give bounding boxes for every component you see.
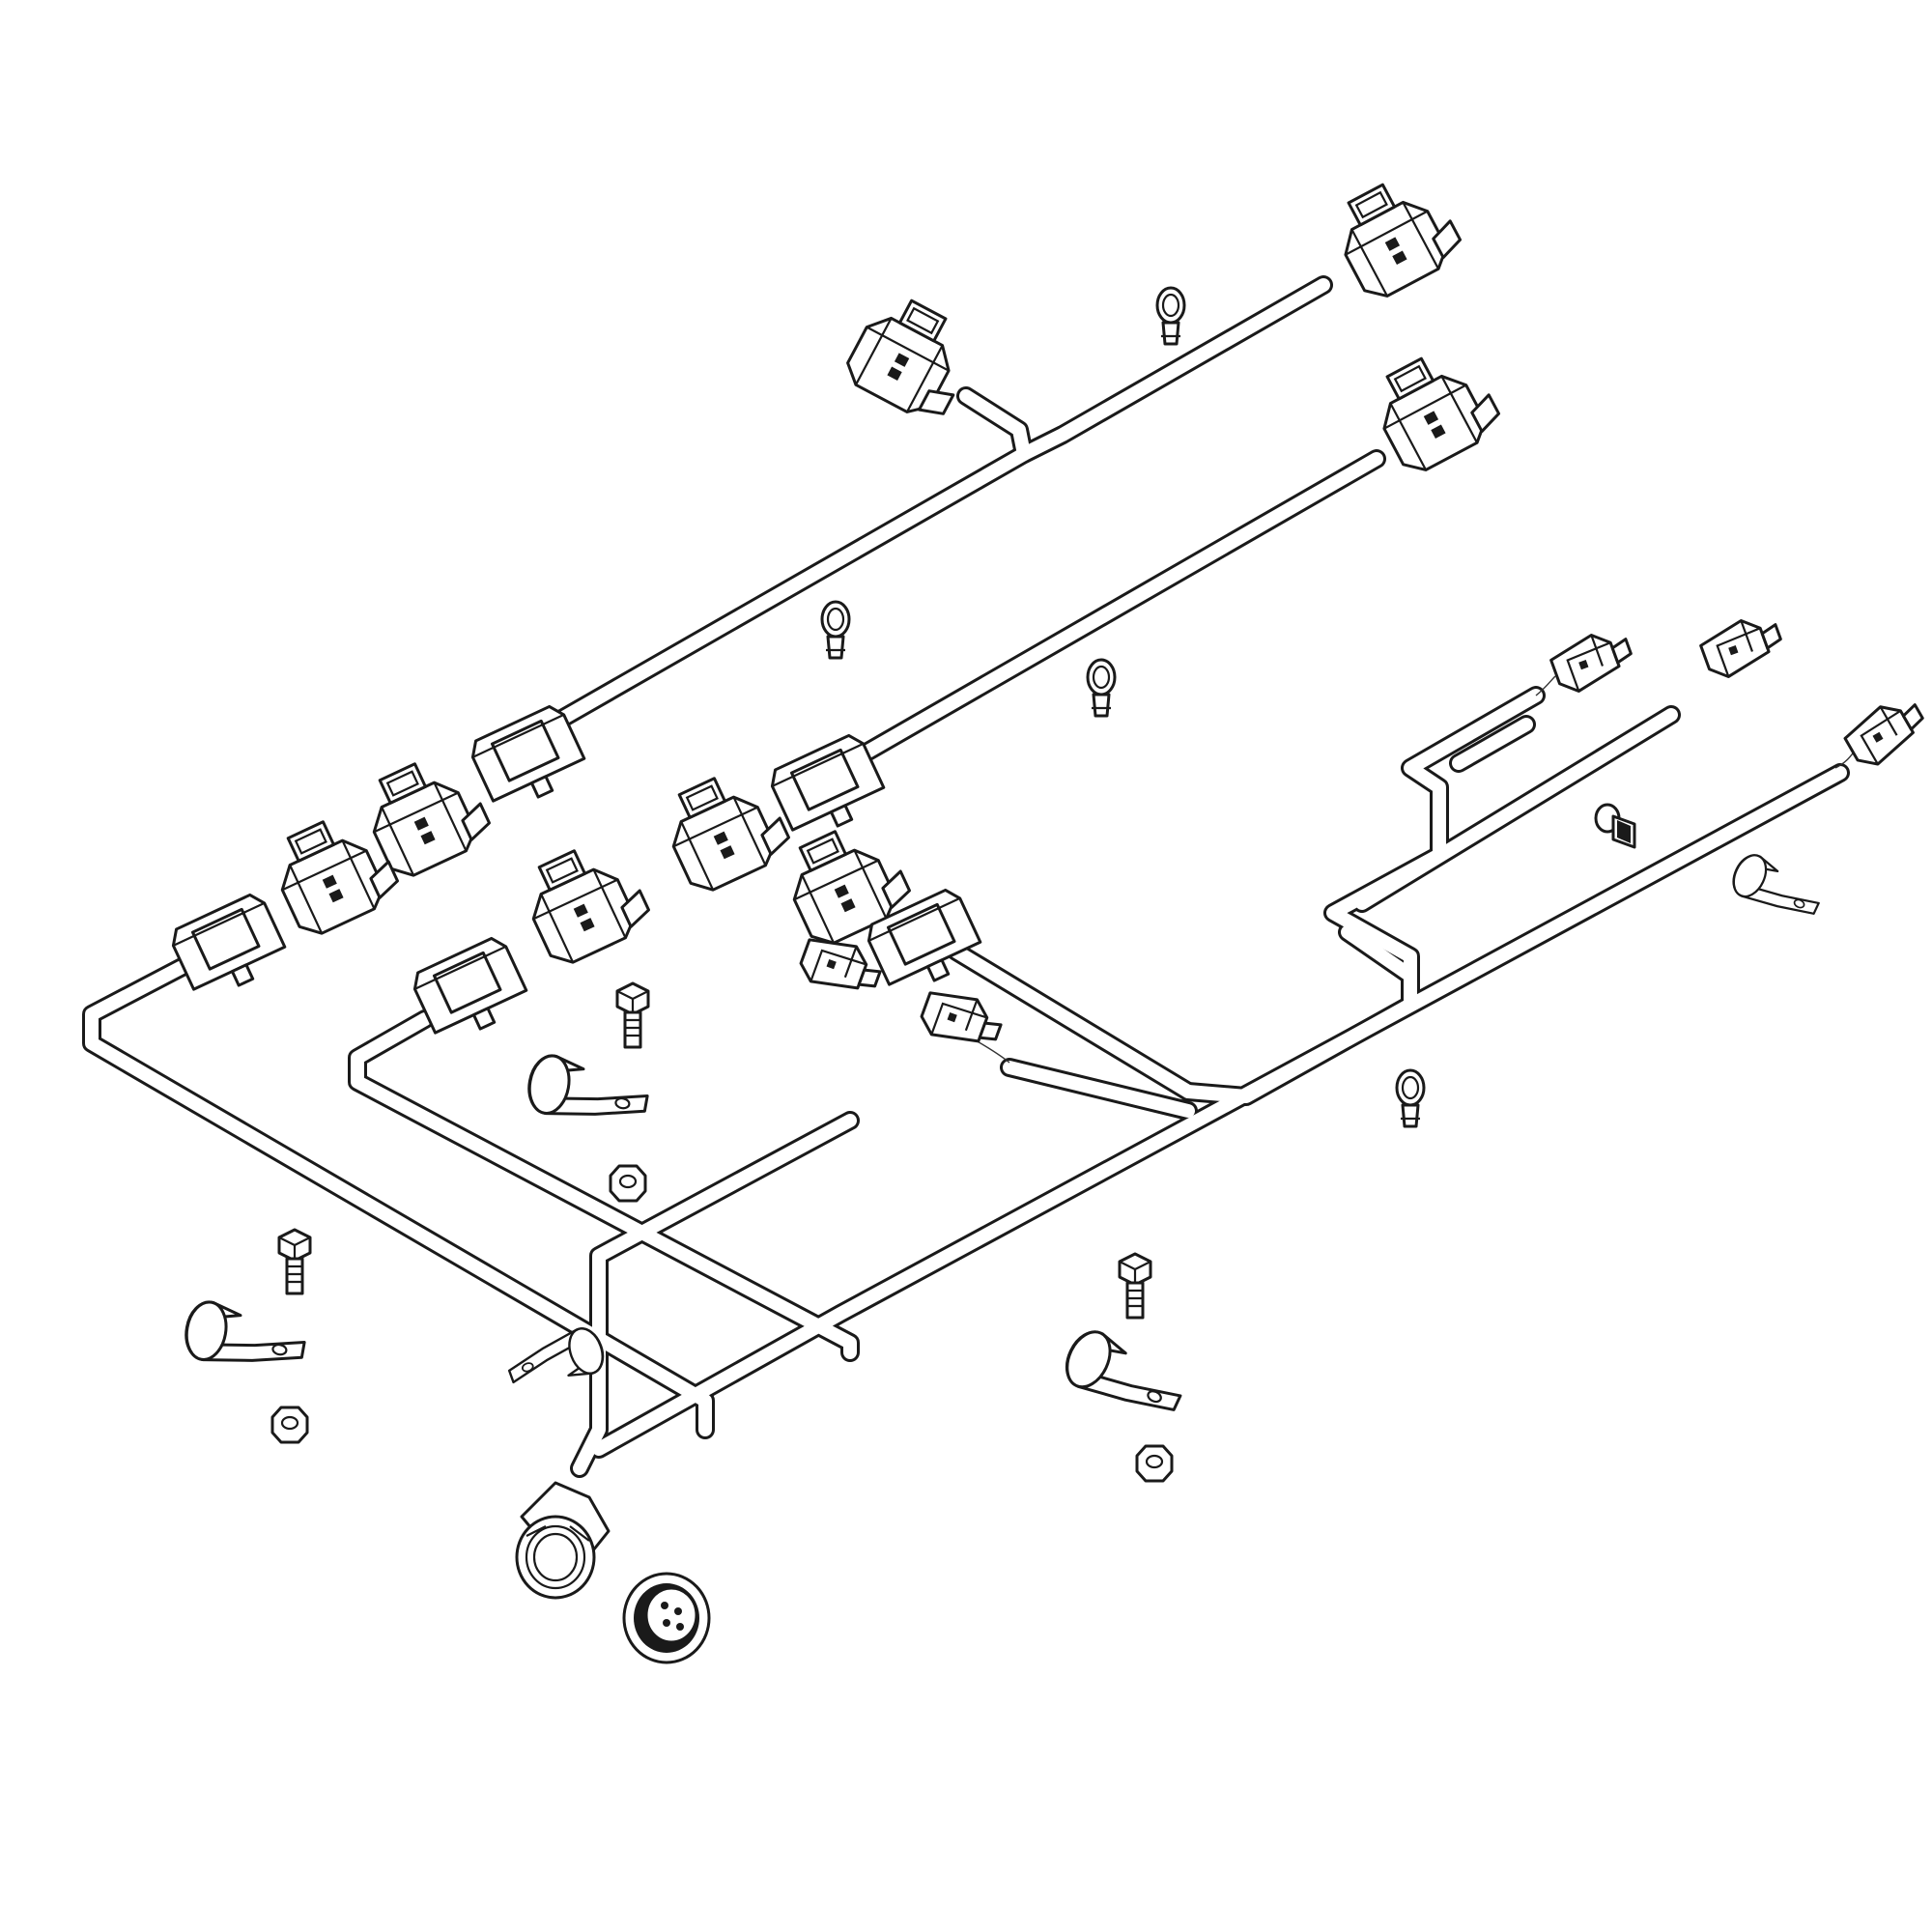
bolt xyxy=(615,981,650,1049)
p-clamp-2 xyxy=(180,1297,310,1378)
connector-right-e xyxy=(1695,609,1789,684)
cable-tie-5 xyxy=(1594,803,1636,849)
cable-tie-3 xyxy=(1086,658,1117,718)
bolt-2 xyxy=(277,1228,312,1295)
bolt-3 xyxy=(1118,1252,1152,1320)
p-clamp-5 xyxy=(1725,848,1828,928)
p-clamp-3 xyxy=(1057,1322,1192,1430)
connector-left-h xyxy=(408,932,535,1049)
connector-top-b xyxy=(838,286,985,429)
connector-right-f xyxy=(1838,690,1932,774)
connector-top-a xyxy=(1322,163,1469,306)
connector-mid-j xyxy=(513,831,657,972)
connector-small-lower xyxy=(915,981,1009,1058)
connector-left-g xyxy=(166,889,294,1006)
cable-tie xyxy=(1155,286,1186,346)
round-connector-mate xyxy=(622,1572,711,1664)
cable-tie-2 xyxy=(820,600,851,660)
connector-right-d xyxy=(1546,623,1639,698)
connector-mid-i xyxy=(354,744,497,885)
nut-2 xyxy=(270,1406,309,1444)
nut xyxy=(609,1164,647,1203)
p-clamp xyxy=(523,1051,653,1132)
cable-tie-4 xyxy=(1395,1068,1426,1128)
round-connector xyxy=(515,1481,611,1600)
nut-3 xyxy=(1135,1444,1174,1483)
